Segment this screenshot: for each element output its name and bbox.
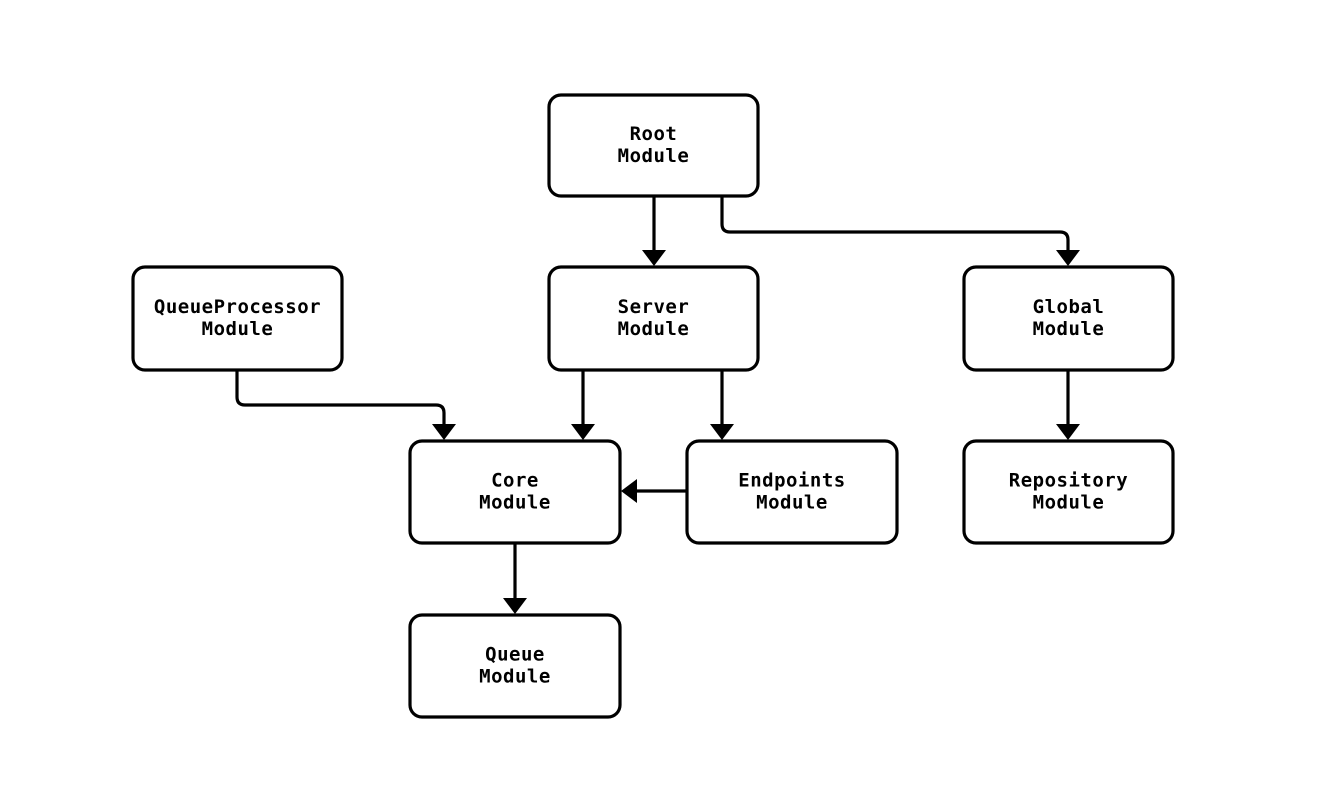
node-box[interactable]	[685, 439, 899, 545]
node-box[interactable]	[131, 265, 344, 372]
edge-core-to-queue	[503, 543, 527, 614]
arrowhead-icon	[1056, 250, 1080, 266]
arrowhead-icon	[710, 424, 734, 440]
edge-line	[235, 370, 446, 426]
node-label-line1: Root	[630, 123, 678, 145]
node-box[interactable]	[547, 93, 760, 198]
nodes-layer: RootModuleQueueProcessorModuleServerModu…	[131, 93, 1175, 719]
node-box[interactable]	[962, 439, 1175, 545]
node-label-line1: Repository	[1009, 470, 1128, 492]
edge-root-to-server	[642, 196, 666, 266]
arrowhead-icon	[432, 424, 456, 440]
node-label-line1: Global	[1033, 296, 1105, 318]
arrowhead-icon	[1056, 424, 1080, 440]
edge-root-to-global	[720, 196, 1080, 266]
node-label-line2: Module	[618, 145, 690, 167]
node-label-line2: Module	[479, 492, 551, 514]
node-label-line1: Queue	[485, 644, 545, 666]
arrowhead-icon	[571, 424, 595, 440]
node-label-line2: Module	[618, 318, 690, 340]
edge-endpoints-to-core	[621, 479, 687, 503]
node-label-line2: Module	[1033, 318, 1105, 340]
arrowhead-icon	[642, 250, 666, 266]
edges-layer	[235, 196, 1080, 614]
edge-queueprocessor-to-core	[235, 370, 456, 440]
edge-global-to-repository	[1056, 370, 1080, 440]
node-label-line1: QueueProcessor	[154, 296, 321, 318]
edge-line	[720, 196, 1070, 252]
node-label-line2: Module	[756, 492, 828, 514]
node-box[interactable]	[962, 265, 1175, 372]
edge-server-to-endpoints	[710, 370, 734, 440]
arrowhead-icon	[503, 598, 527, 614]
node-label-line1: Core	[491, 470, 539, 492]
node-label-line2: Module	[479, 666, 551, 688]
arrowhead-icon	[621, 479, 637, 503]
node-box[interactable]	[408, 439, 622, 545]
node-label-line2: Module	[202, 318, 274, 340]
node-box[interactable]	[408, 613, 622, 719]
node-box[interactable]	[547, 265, 760, 372]
node-label-line1: Server	[618, 296, 690, 318]
node-label-line1: Endpoints	[738, 470, 845, 492]
edge-server-to-core	[571, 370, 595, 440]
node-label-line2: Module	[1033, 492, 1105, 514]
